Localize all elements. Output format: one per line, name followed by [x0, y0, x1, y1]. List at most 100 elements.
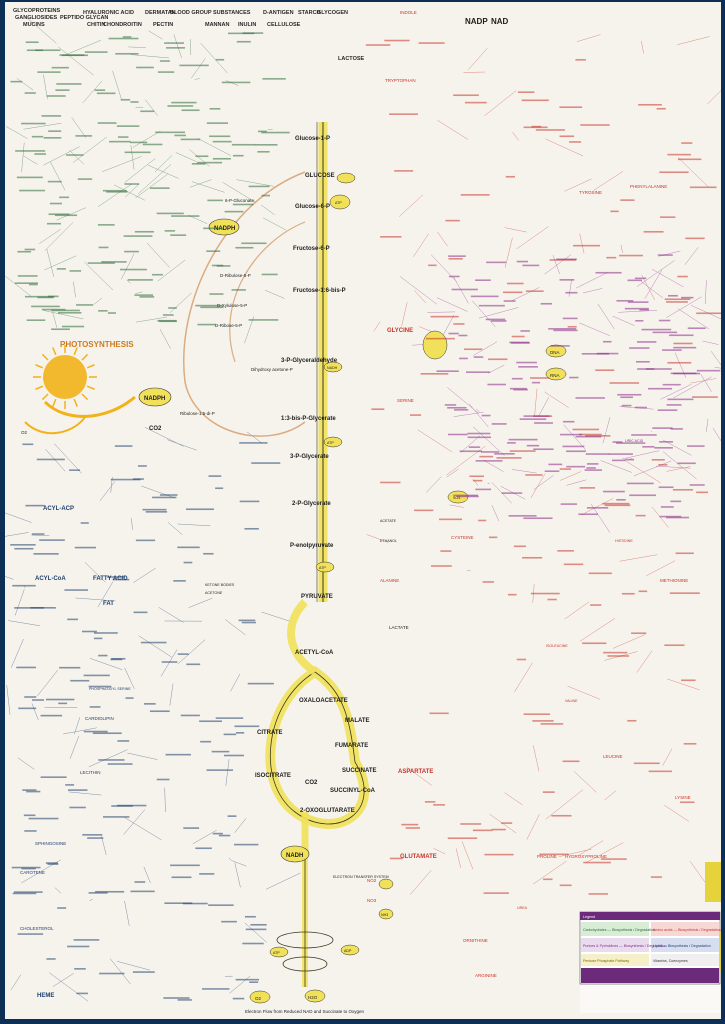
compound-label-glyph — [497, 457, 522, 459]
compound-label-glyph — [622, 405, 632, 407]
label-dhap: Dihydroxy acetone-P — [251, 367, 293, 372]
compound-label-glyph — [84, 675, 110, 677]
compound-label-glyph — [678, 159, 701, 161]
compound-label-glyph — [447, 407, 466, 409]
compound-label-glyph — [469, 475, 484, 477]
compound-label-glyph — [221, 921, 237, 923]
compound-label-glyph — [152, 274, 163, 276]
compound-label-glyph — [390, 858, 403, 860]
compound-label-glyph — [659, 441, 673, 443]
compound-label-glyph — [620, 199, 634, 201]
compound-label-glyph — [69, 807, 85, 809]
compound-label-glyph — [531, 593, 560, 595]
compound-label-glyph — [99, 973, 124, 975]
compound-label-glyph — [81, 522, 89, 524]
label-ornithine: ORNITHINE — [463, 938, 488, 943]
compound-label-glyph — [200, 307, 223, 309]
compound-label-glyph — [449, 276, 460, 278]
header-glycogen: GLYCOGEN — [317, 10, 348, 16]
compound-label-glyph — [543, 791, 555, 793]
compound-label-glyph — [639, 590, 648, 592]
compound-label-glyph — [639, 309, 649, 311]
compound-label-glyph — [677, 462, 695, 464]
compound-label-glyph — [439, 519, 462, 521]
compound-label-glyph — [249, 319, 279, 321]
compound-label-glyph — [580, 124, 609, 126]
compound-label-glyph — [676, 552, 694, 554]
compound-label-glyph — [241, 242, 266, 244]
compound-label-glyph — [659, 486, 674, 488]
compound-label-glyph — [563, 760, 580, 762]
label-ribulose-bisp: Ribulose-1:5-di-P — [180, 411, 215, 416]
compound-label-glyph — [27, 319, 46, 321]
compound-label-glyph — [133, 478, 144, 480]
compound-label-glyph — [524, 415, 550, 417]
compound-label-glyph — [10, 81, 22, 83]
compound-label-glyph — [510, 450, 536, 452]
compound-label-glyph — [138, 465, 147, 467]
compound-label-glyph — [62, 326, 84, 328]
compound-label-glyph — [659, 320, 670, 322]
compound-label-glyph — [15, 282, 38, 284]
compound-label-glyph — [573, 429, 600, 431]
compound-label-glyph — [195, 155, 208, 157]
compound-label-glyph — [539, 854, 568, 856]
compound-label-glyph — [476, 460, 503, 462]
compound-label-glyph — [74, 939, 100, 941]
compound-label-glyph — [98, 759, 124, 761]
compound-label-glyph — [18, 933, 44, 935]
compound-label-glyph — [673, 347, 696, 349]
compound-label-glyph — [224, 734, 237, 736]
compound-label-glyph — [76, 304, 93, 306]
compound-label-glyph — [384, 40, 409, 42]
compound-label-glyph — [32, 136, 43, 138]
compound-label-glyph — [181, 139, 200, 141]
compound-label-glyph — [533, 448, 553, 450]
compound-label-glyph — [98, 310, 107, 312]
compound-label-glyph — [473, 480, 482, 482]
legend-carbohydrates: Carbohydrates — Biosynthesis / Degradati… — [583, 928, 655, 932]
compound-label-glyph — [636, 361, 650, 363]
compound-label-glyph — [522, 557, 542, 559]
compound-label-glyph — [461, 194, 490, 196]
compound-label-glyph — [666, 517, 689, 519]
compound-label-glyph — [648, 388, 672, 390]
compound-label-glyph — [66, 154, 83, 156]
compound-label-glyph — [509, 515, 537, 517]
compound-label-glyph — [649, 771, 672, 773]
compound-label-glyph — [492, 423, 507, 425]
compound-label-glyph — [29, 818, 59, 820]
compound-label-glyph — [157, 320, 176, 322]
label-nadph-2: NADPH — [144, 396, 165, 402]
compound-label-glyph — [209, 135, 230, 137]
compound-label-glyph — [610, 211, 618, 213]
compound-label-glyph — [453, 323, 464, 325]
compound-label-glyph — [401, 824, 418, 826]
compound-label-glyph — [240, 501, 260, 503]
compound-label-glyph — [652, 459, 665, 461]
compound-label-glyph — [421, 373, 449, 375]
compound-label-glyph — [526, 290, 544, 292]
compound-label-glyph — [31, 306, 60, 308]
label-fructose-6-p: Fructose-6-P — [293, 246, 330, 252]
compound-label-glyph — [575, 59, 585, 61]
compound-label-glyph — [504, 300, 516, 302]
compound-label-glyph — [210, 108, 221, 110]
compound-label-glyph — [181, 715, 200, 717]
label-pep: P-enolpyruvate — [290, 543, 334, 549]
compound-label-glyph — [144, 703, 156, 705]
compound-label-glyph — [484, 892, 509, 894]
compound-label-glyph — [22, 444, 33, 446]
compound-label-glyph — [668, 295, 678, 297]
pathway-diagram: GLYCOPROTEINS GANGLIOSIDES MUCINS PEPTID… — [5, 2, 721, 1019]
compound-label-glyph — [124, 251, 139, 253]
compound-label-glyph — [242, 943, 263, 945]
label-valine: VALINE — [565, 699, 578, 703]
compound-label-glyph — [186, 508, 214, 510]
compound-label-glyph — [41, 776, 67, 778]
compound-label-glyph — [207, 769, 233, 771]
label-oxoglutarate: 2-OXOGLUTARATE — [300, 808, 355, 814]
label-glucose-1-p: Glucose-1-P — [295, 136, 330, 142]
compound-label-glyph — [366, 44, 390, 46]
compound-label-glyph — [583, 862, 611, 864]
